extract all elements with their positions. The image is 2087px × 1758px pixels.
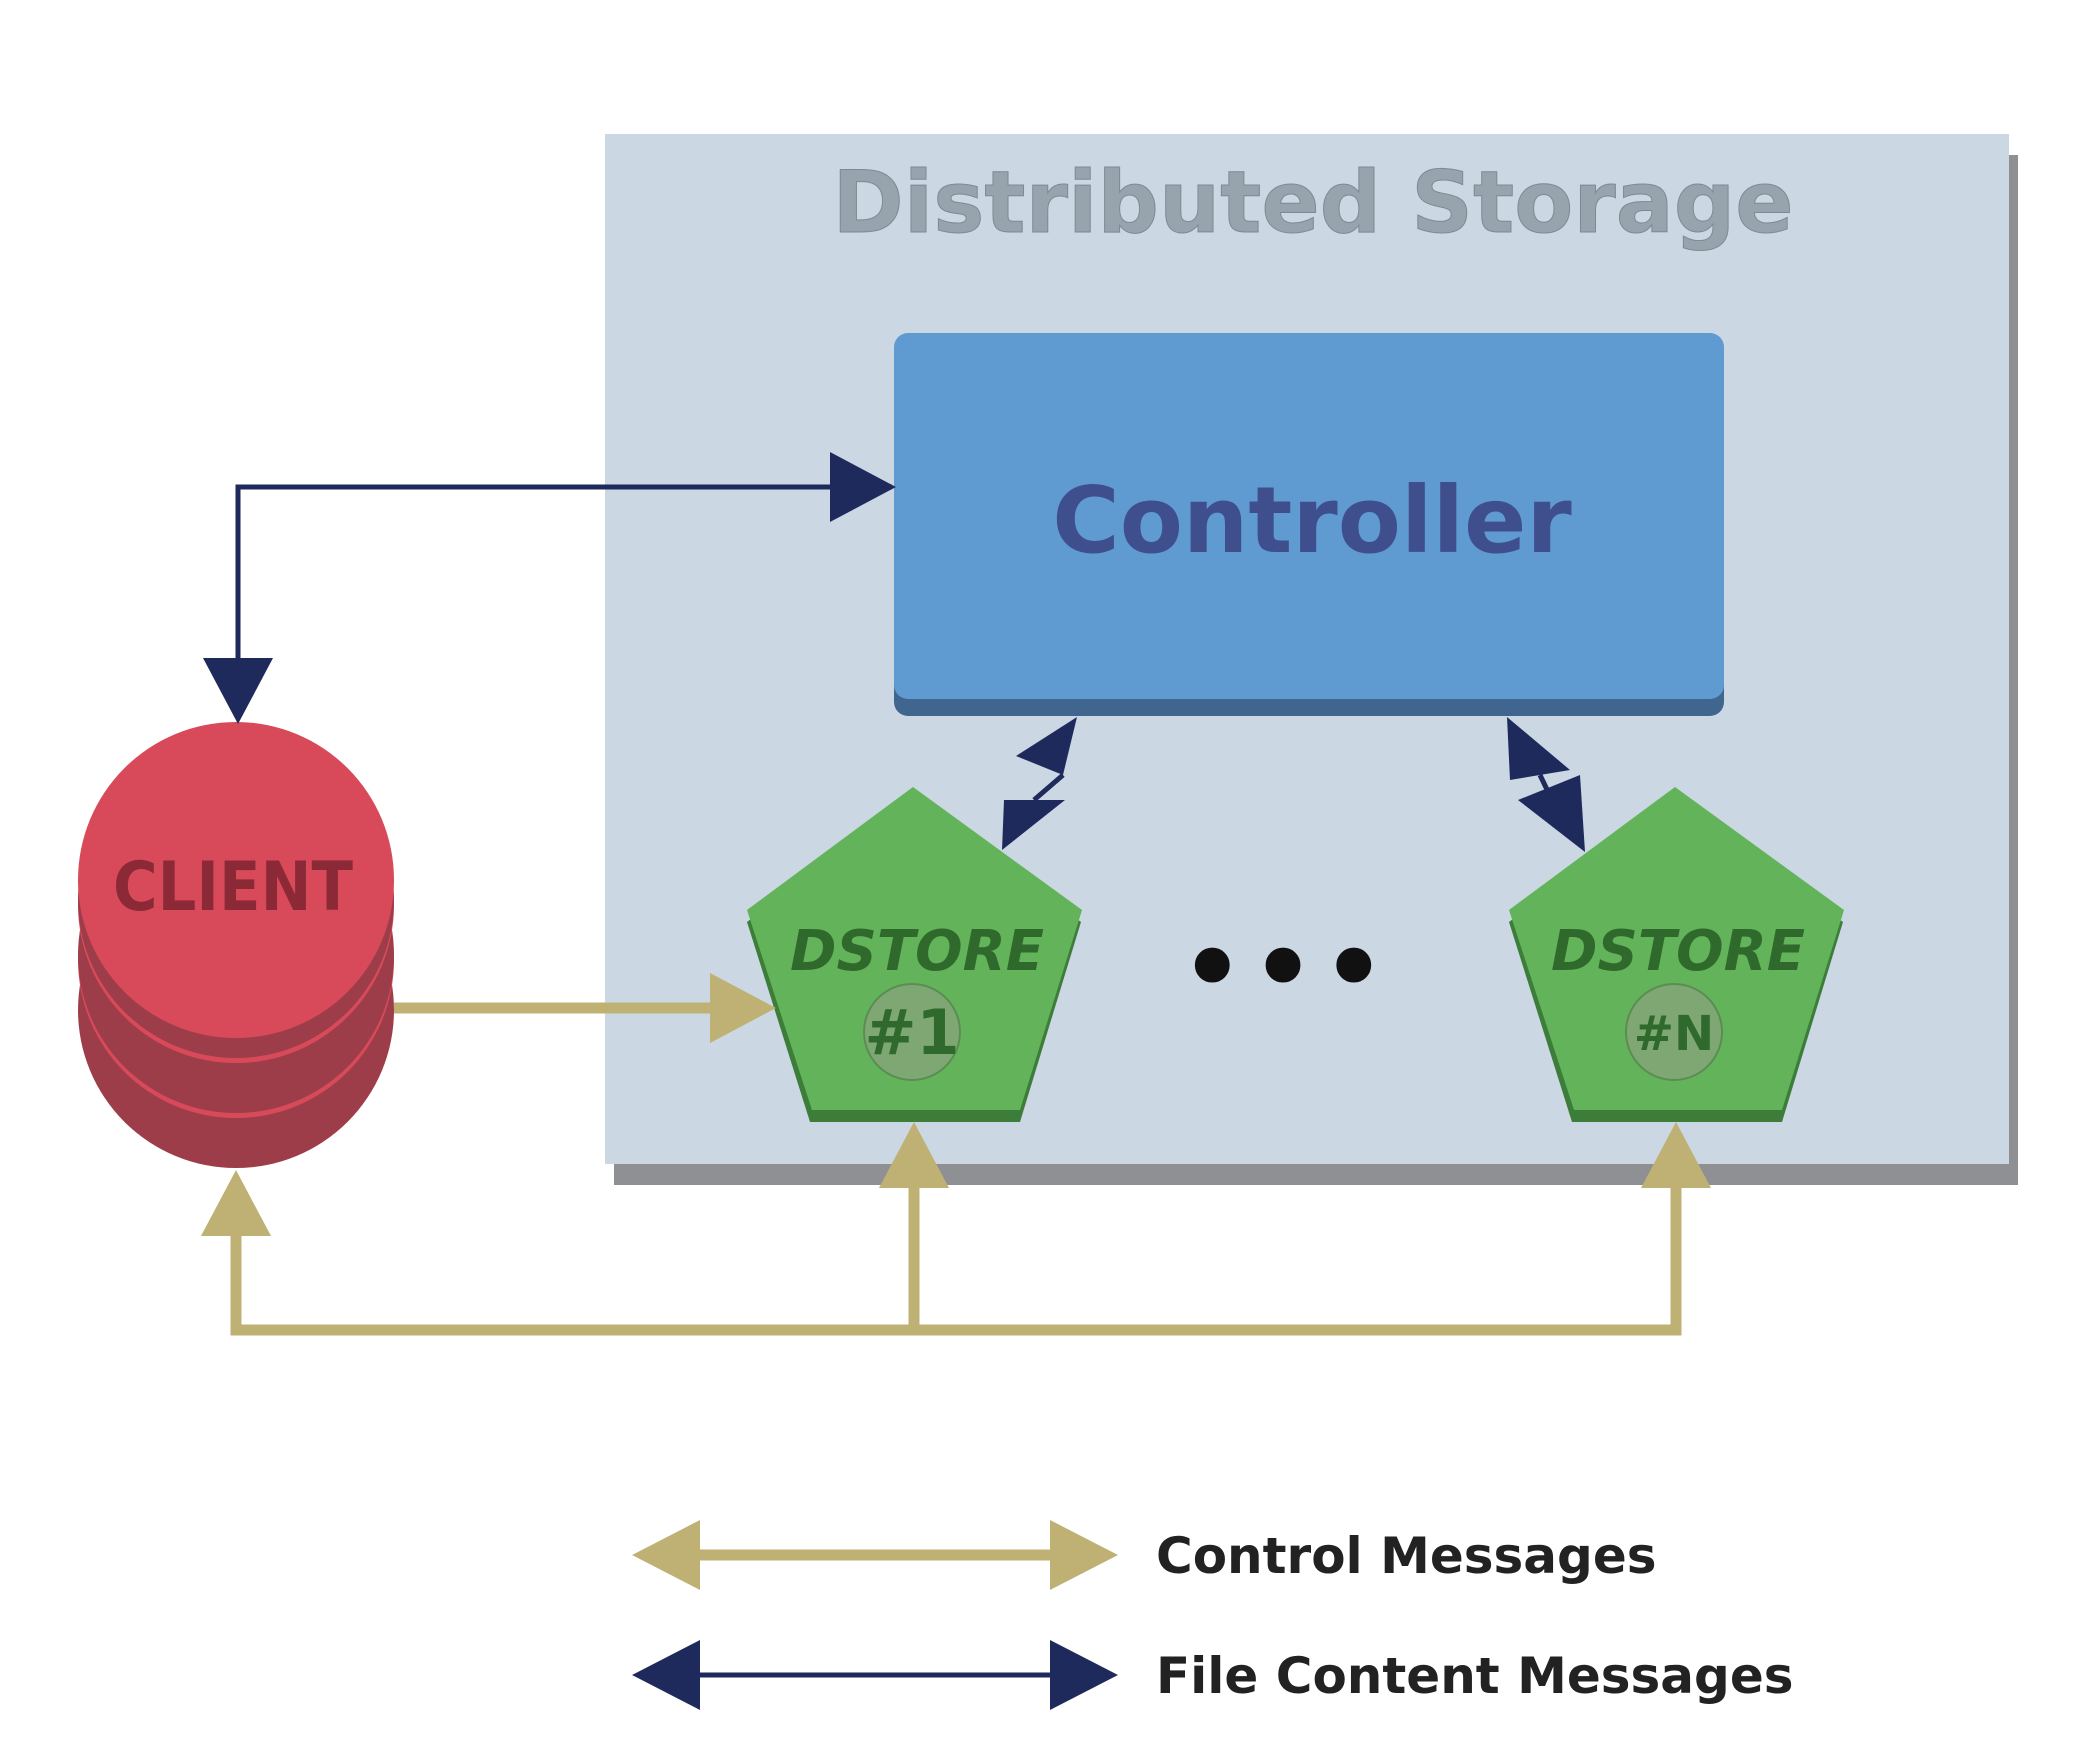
dstore-n-number: #N (1634, 1006, 1714, 1062)
client-label: CLIENT (113, 848, 354, 927)
bus-arrowhead-dstore-1 (879, 1122, 949, 1188)
client-dstore-1-arrow (394, 973, 776, 1043)
legend-control-label: Control Messages (1156, 1527, 1657, 1585)
controller-dstore-n-arrow (1507, 717, 1585, 852)
controller-dstore-1-head-down (1002, 800, 1065, 850)
dstore-n: DSTORE #N (1509, 787, 1844, 1122)
client-database: CLIENT (78, 722, 394, 1168)
client-controller-arrow (203, 452, 896, 724)
controller-dstore-n-head-down (1518, 775, 1585, 852)
client-controller-arrowhead-right (830, 452, 896, 522)
dstore-n-badge (1625, 983, 1723, 1081)
client-disk-1 (78, 722, 394, 1038)
controller-label: Controller (1052, 467, 1572, 574)
bus-arrowhead-dstore-n (1641, 1122, 1711, 1188)
dstore-n-label: DSTORE (1551, 919, 1805, 984)
legend-file-label: File Content Messages (1156, 1647, 1794, 1705)
controller-dstore-n-head-up (1507, 717, 1570, 780)
client-dstore-1-arrowhead (710, 973, 776, 1043)
legend-control-arrow (632, 1520, 1118, 1590)
dstore-1-badge (863, 983, 961, 1081)
dstore-client-return-bus (201, 1122, 1711, 1336)
controller-box: Controller (894, 333, 1724, 716)
client-controller-arrowhead-down (203, 658, 273, 724)
controller-dstore-1-arrow (1002, 717, 1077, 850)
legend: Control Messages File Content Messages (632, 1520, 1794, 1710)
controller-box-face (894, 333, 1724, 699)
ellipsis-dots: ••• (1177, 900, 1389, 1039)
dstore-1: DSTORE #1 (747, 787, 1082, 1122)
dstore-1-number: #1 (864, 996, 959, 1069)
controller-dstore-1-head-up (1016, 717, 1077, 775)
legend-file-arrow (632, 1640, 1118, 1710)
storage-title: Distributed Storage (832, 153, 1793, 253)
dstore-1-face (747, 787, 1082, 1110)
dstore-1-label: DSTORE (790, 919, 1044, 984)
dstore-n-face (1509, 787, 1844, 1110)
bus-arrowhead-client (201, 1170, 271, 1236)
